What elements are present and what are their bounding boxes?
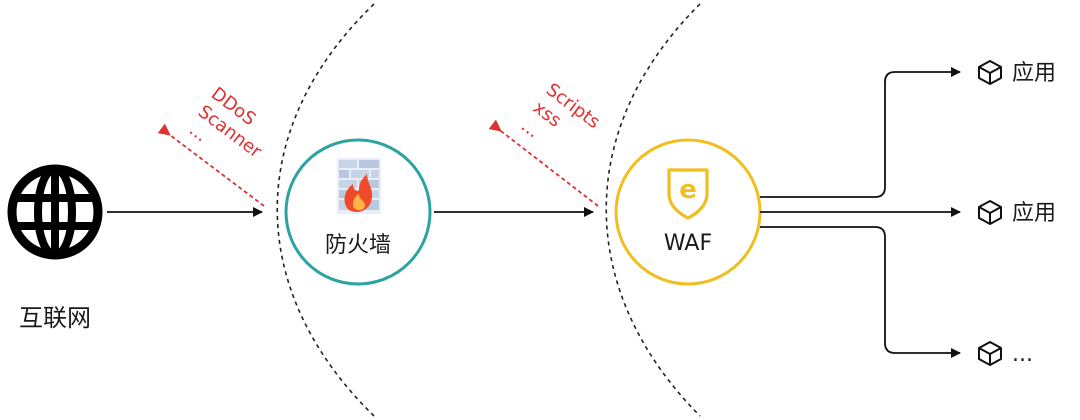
cube-icon [978, 200, 1002, 225]
cube-icon [978, 60, 1002, 85]
waf-blocked-arrow [488, 119, 599, 207]
waf-boundary-arc [605, 3, 701, 417]
app-2: 应用 [978, 200, 1056, 226]
firewall-label: 防火墙 [325, 233, 391, 258]
waf-node: e WAF [614, 138, 762, 286]
waf-to-app-1-arrow [760, 67, 961, 198]
app-2-label: 应用 [1012, 201, 1056, 226]
internet-label: 互联网 [19, 304, 91, 332]
firewall-boundary-arc [276, 3, 375, 417]
waf-label: WAF [664, 231, 712, 256]
waf-shield-icon: e [667, 168, 709, 220]
firewall-node: 防火墙 [284, 138, 432, 286]
app-3: ... [978, 341, 1033, 367]
app-1: 应用 [978, 60, 1056, 86]
waf-to-app-3-arrow [760, 226, 961, 358]
firewall-icon [337, 158, 381, 214]
cube-icon [978, 341, 1002, 366]
app-1-label: 应用 [1012, 61, 1056, 86]
app-3-label: ... [1012, 342, 1033, 367]
globe-icon [7, 164, 103, 260]
svg-text:e: e [679, 175, 697, 205]
